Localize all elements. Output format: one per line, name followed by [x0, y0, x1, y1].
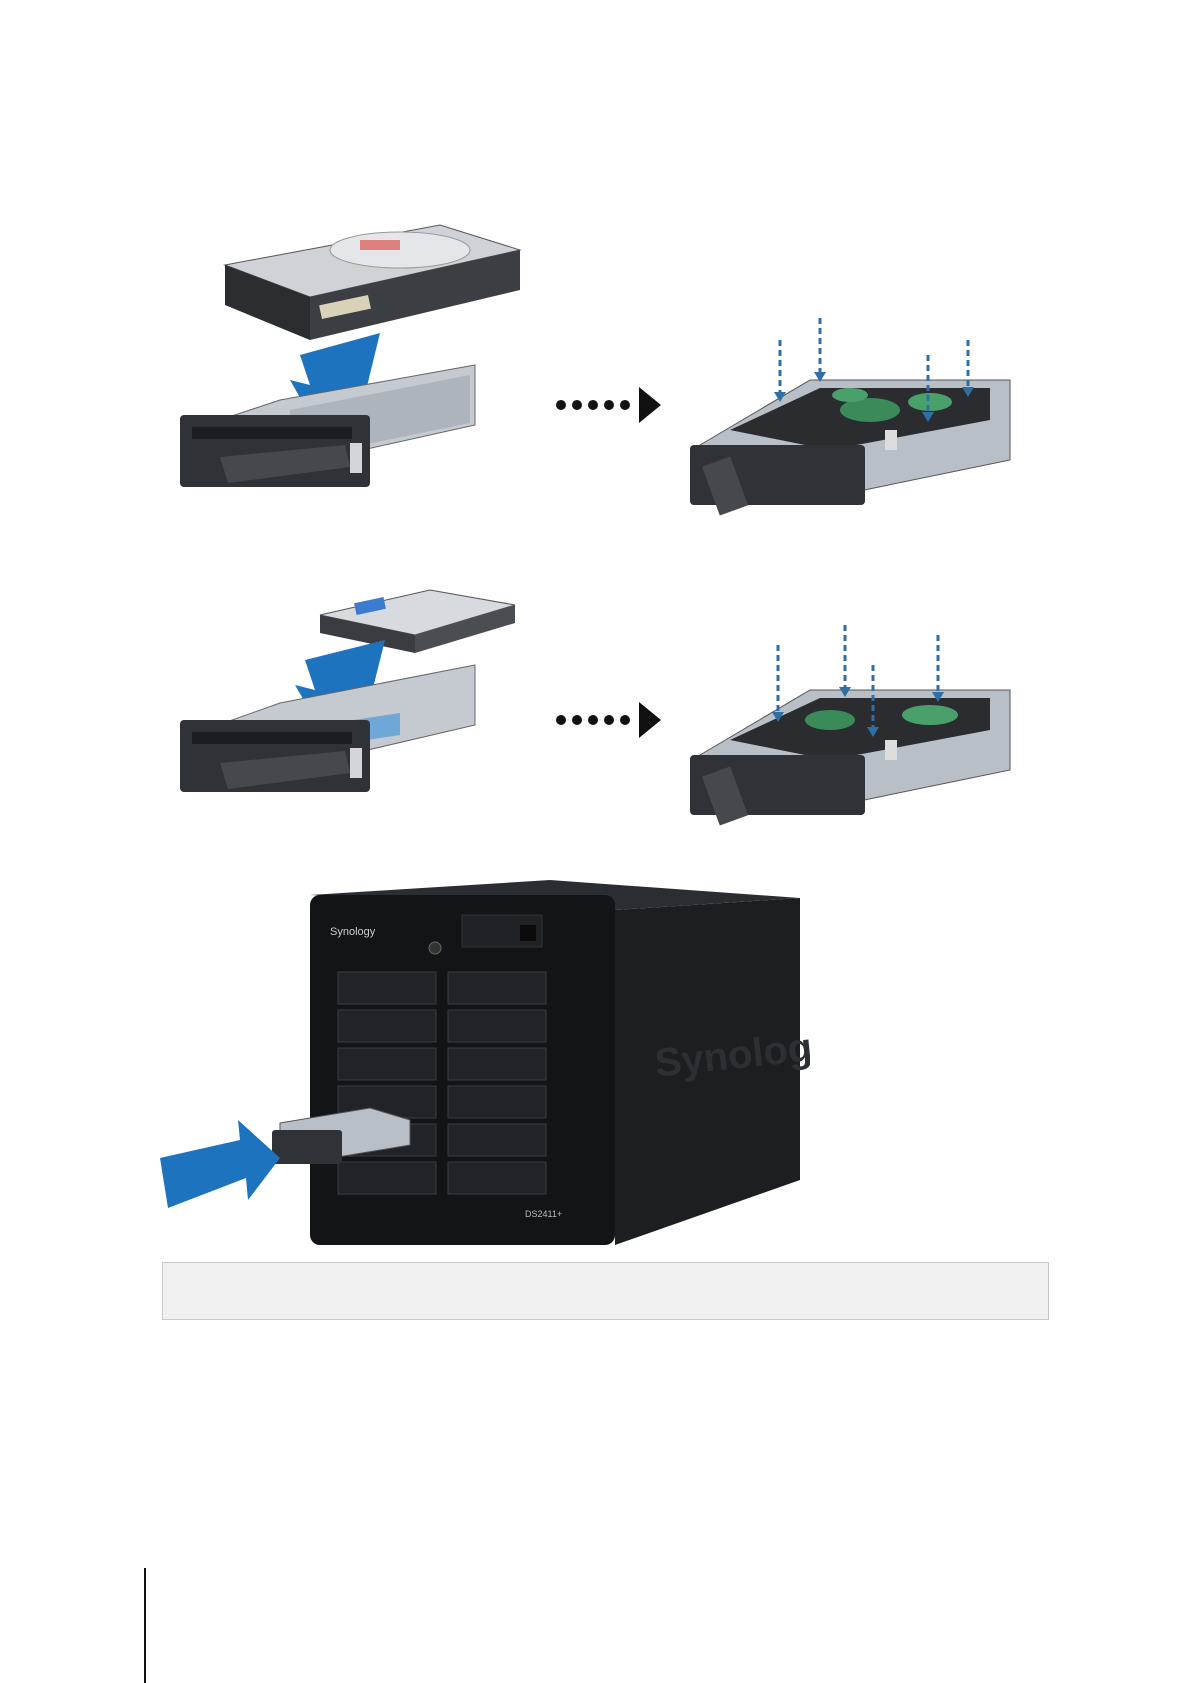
page-margin-rule — [144, 1568, 146, 1683]
hdd-35-drive — [225, 225, 520, 340]
assembled-tray-35-illustration — [690, 310, 1020, 525]
hdd-25-into-tray-illustration — [170, 585, 530, 855]
front-brand-label: Synology — [330, 926, 376, 938]
note-box — [162, 1262, 1049, 1320]
dotted-arrow-icon — [555, 385, 665, 425]
power-button[interactable] — [429, 942, 441, 954]
nas-chassis-illustration: Synology DS2411+ Synology — [160, 880, 810, 1245]
blue-insert-arrow-icon — [160, 1120, 280, 1208]
hdd-35-into-tray-illustration — [170, 205, 530, 525]
assembled-tray-25-illustration — [690, 620, 1020, 835]
assembled-tray — [690, 380, 1010, 516]
dotted-arrow-icon — [555, 700, 665, 740]
hdd-25-drive — [320, 590, 515, 653]
model-label: DS2411+ — [525, 1209, 562, 1219]
assembled-tray — [690, 690, 1010, 826]
note-text — [163, 1263, 1048, 1299]
